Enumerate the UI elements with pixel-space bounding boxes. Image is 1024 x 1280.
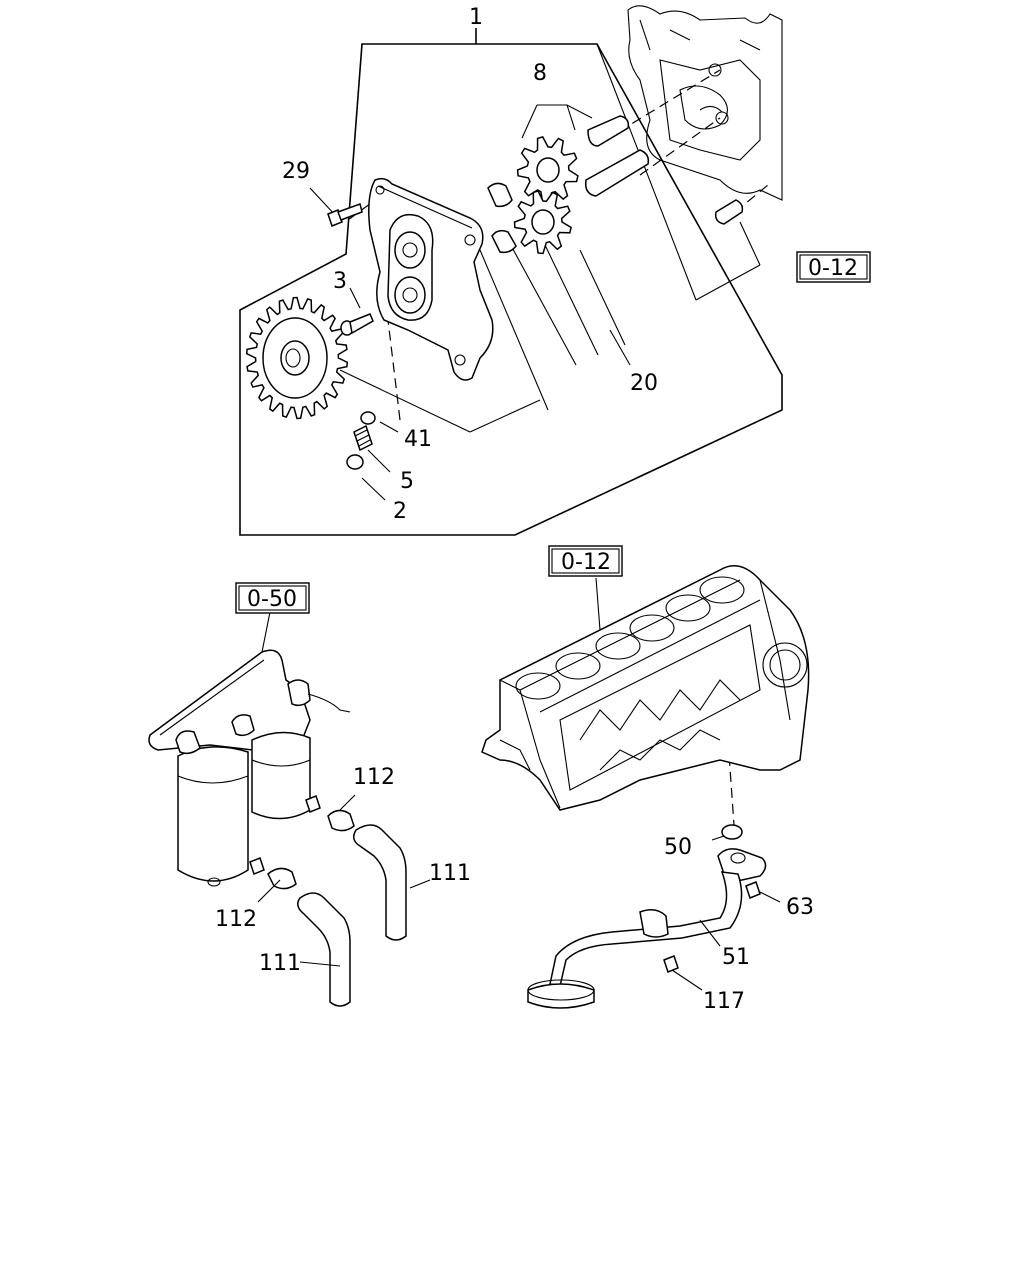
callout-51: 51: [722, 945, 750, 970]
callout-63: 63: [786, 895, 814, 920]
pump-internal-gears: [487, 115, 744, 255]
callout-8: 8: [533, 61, 547, 86]
callout-3: 3: [333, 269, 347, 294]
callout-41: 41: [404, 427, 432, 452]
callout-2: 2: [393, 499, 407, 524]
callout-111-lower: 111: [259, 951, 301, 976]
oil-pump-housing: [368, 177, 494, 381]
hose-clamps: [257, 794, 356, 903]
relief-valve-parts: [346, 411, 376, 470]
callout-29: 29: [282, 159, 310, 184]
reference-box-block: 0-12: [548, 545, 623, 577]
callout-117: 117: [703, 989, 745, 1014]
reference-top-label: 0-12: [808, 256, 858, 281]
callout-111-upper: 111: [429, 861, 471, 886]
callout-5: 5: [400, 469, 414, 494]
top-group-leaders: [309, 43, 761, 501]
oil-filter-assembly: [148, 611, 351, 887]
callout-1: 1: [469, 5, 483, 30]
callout-20: 20: [630, 371, 658, 396]
reference-block-label: 0-12: [561, 550, 611, 575]
engine-block-partial-top: [627, 5, 783, 201]
reference-box-top: 0-12: [796, 251, 871, 283]
cylinder-block: [481, 565, 810, 811]
oil-hoses: [297, 824, 431, 1007]
callout-112-upper: 112: [353, 765, 395, 790]
reference-box-filter: 0-50: [235, 582, 310, 614]
callout-112-lower: 112: [215, 907, 257, 932]
oil-strainer-pipe: [527, 824, 781, 1009]
callout-numbers: 1 8 29 3 20 41 5 2 112 112 111 111 50 63…: [215, 5, 814, 1014]
bolt-29: [327, 203, 363, 227]
bolt-3: [340, 313, 374, 336]
oil-pump-drive-gear: [245, 296, 349, 420]
oil-pump-group-bracket: [239, 28, 783, 536]
callout-50: 50: [664, 835, 692, 860]
reference-filter-label: 0-50: [247, 587, 297, 612]
